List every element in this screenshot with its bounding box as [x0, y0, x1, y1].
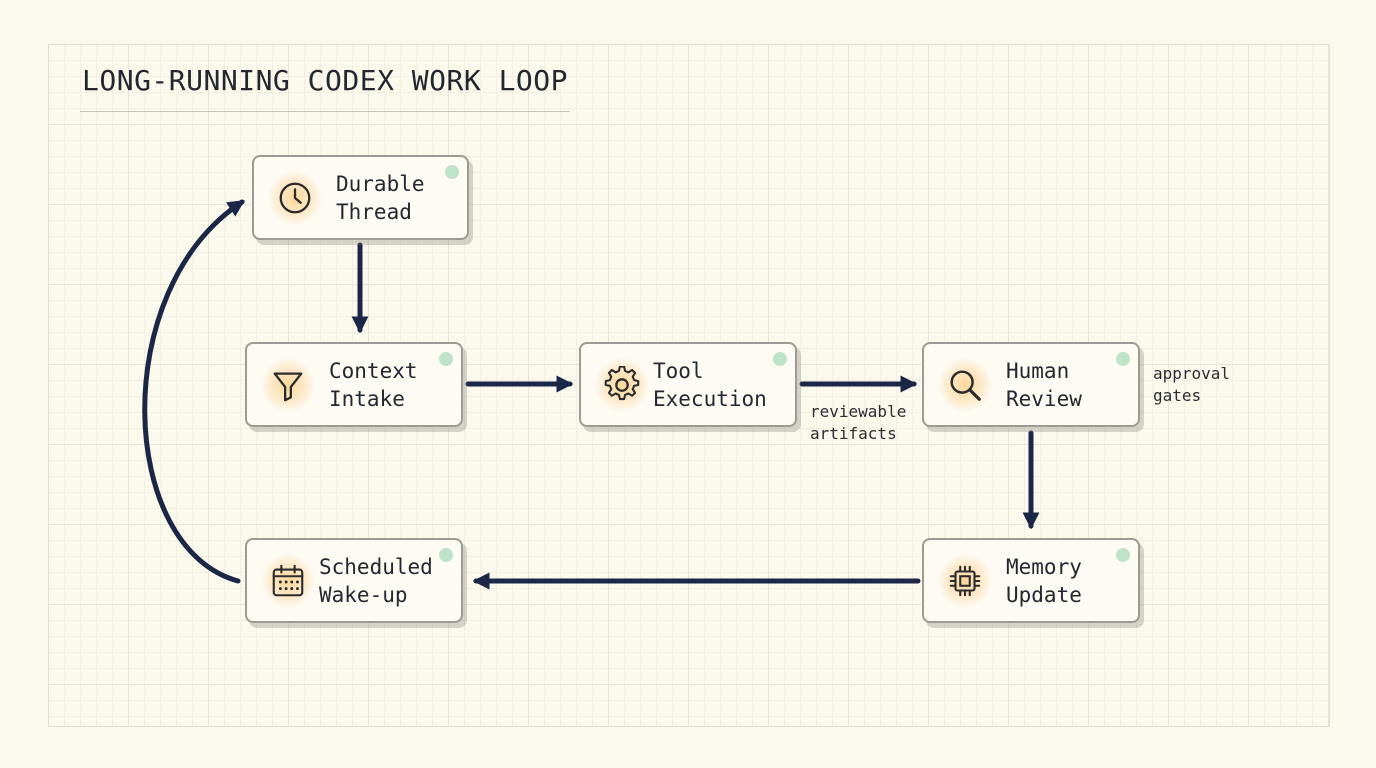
status-dot	[1116, 352, 1130, 366]
status-dot	[439, 352, 453, 366]
note-approval-gates: approval gates	[1153, 364, 1231, 405]
calendar-icon	[261, 553, 315, 608]
status-dot	[439, 548, 453, 562]
node-label: Memory Update	[1006, 554, 1082, 607]
title-underline	[80, 111, 570, 112]
chip-icon	[938, 553, 992, 608]
node-durable-thread[interactable]: Durable Thread	[252, 155, 469, 240]
node-scheduled-wakeup[interactable]: Scheduled Wake-up	[245, 538, 463, 623]
clock-icon	[268, 170, 322, 225]
node-label: Tool Execution	[653, 358, 767, 411]
funnel-icon	[261, 357, 315, 412]
status-dot	[773, 352, 787, 366]
magnifier-icon	[938, 357, 992, 412]
node-label: Durable Thread	[336, 171, 425, 224]
node-label: Scheduled Wake-up	[319, 554, 433, 607]
status-dot	[445, 165, 459, 179]
diagram-title: LONG-RUNNING CODEX WORK LOOP	[82, 64, 569, 97]
node-label: Human Review	[1006, 358, 1082, 411]
edge-scheduled-wakeup-to-durable-thread	[142, 199, 245, 584]
node-memory-update[interactable]: Memory Update	[922, 538, 1140, 623]
status-dot	[1116, 548, 1130, 562]
gear-icon	[595, 357, 649, 412]
node-tool-execution[interactable]: Tool Execution	[579, 342, 797, 427]
note-reviewable-artifacts: reviewable artifacts	[810, 402, 907, 443]
node-context-intake[interactable]: Context Intake	[245, 342, 463, 427]
node-human-review[interactable]: Human Review	[922, 342, 1140, 427]
node-label: Context Intake	[329, 358, 418, 411]
